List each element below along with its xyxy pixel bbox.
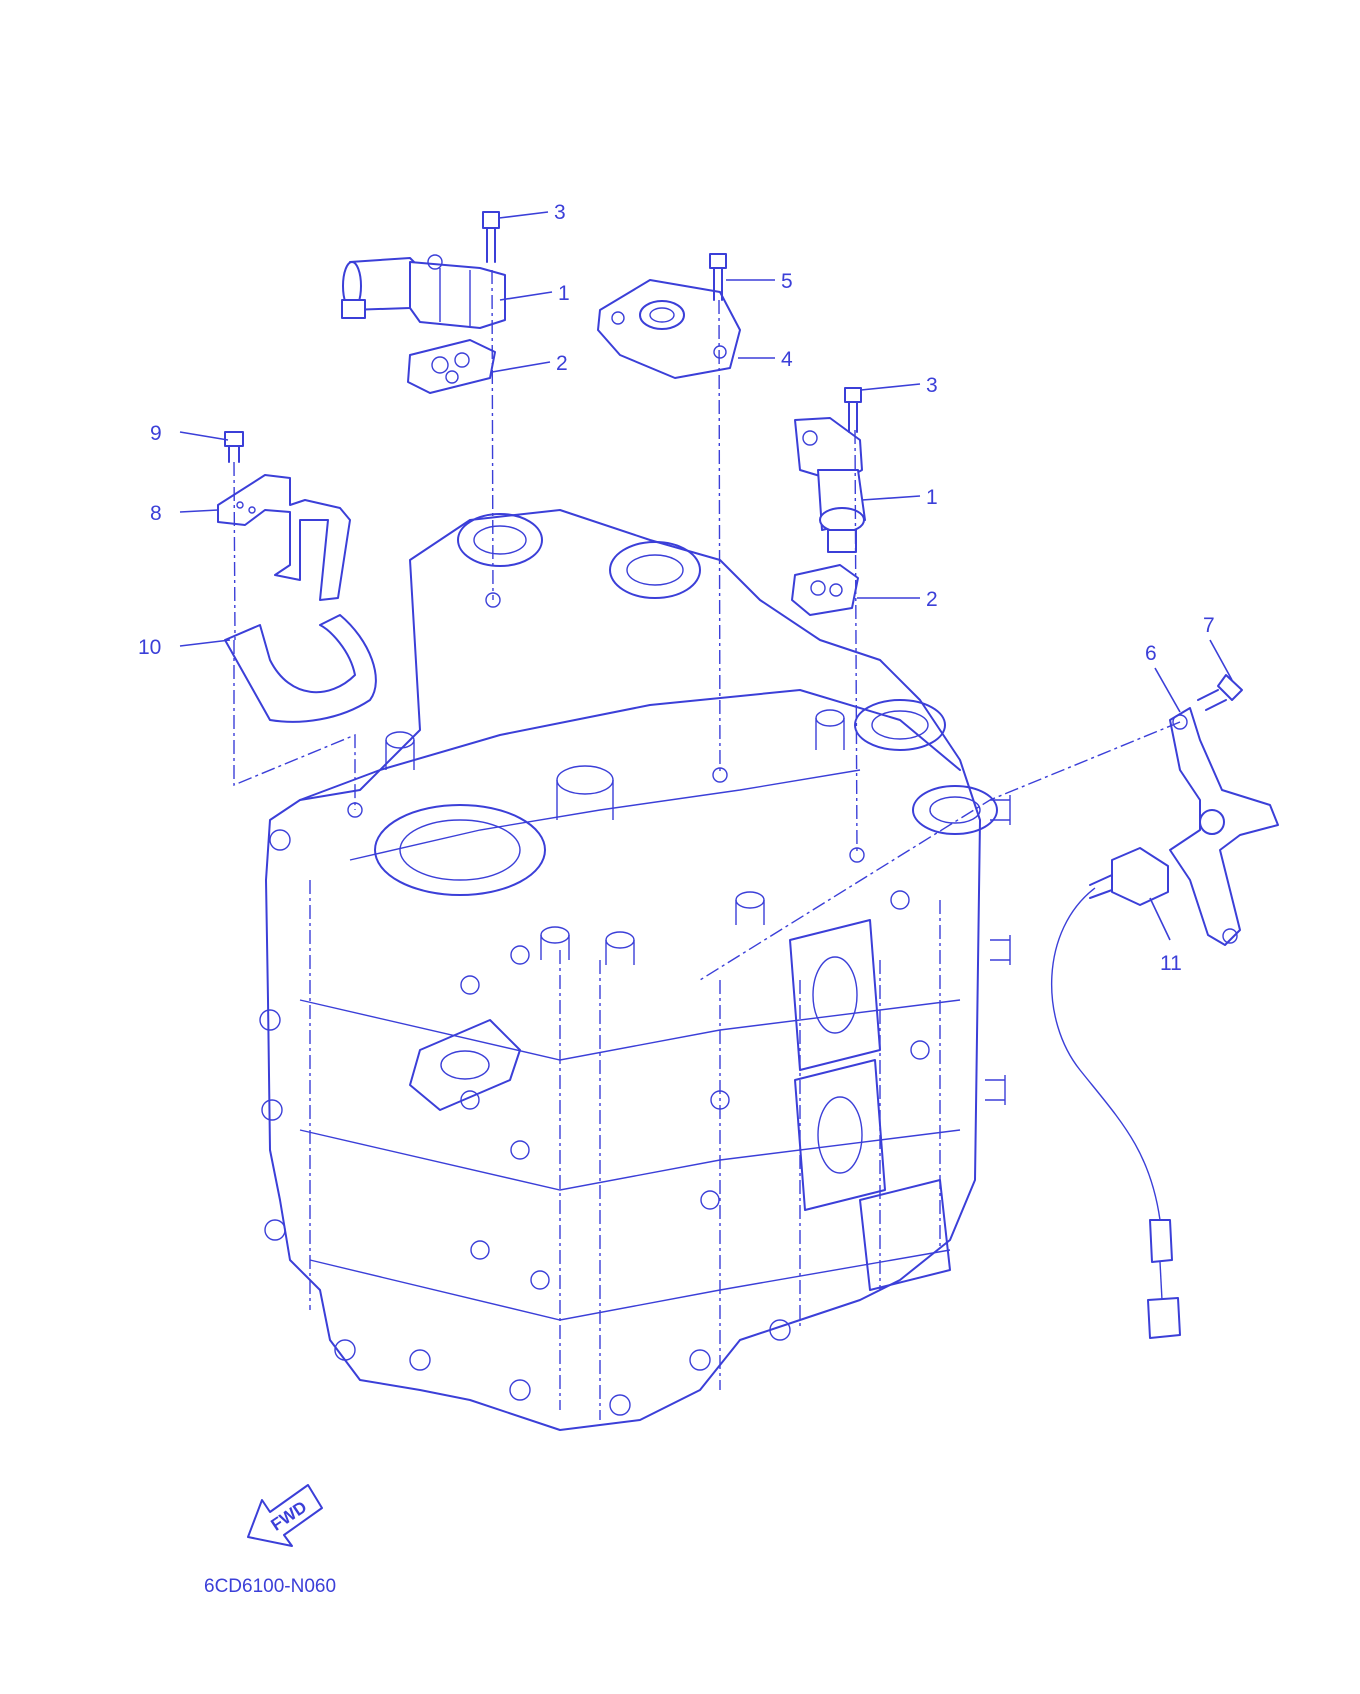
oil-control-valve-left	[341, 254, 506, 329]
figure-code: 6CD6100-N060	[204, 1576, 336, 1597]
bolt-right	[844, 387, 862, 433]
sensor-bracket	[1169, 707, 1279, 946]
callout-11: 11	[1160, 952, 1182, 975]
callout-5: 5	[781, 270, 793, 293]
gasket-left	[407, 339, 496, 394]
callout-6: 6	[1145, 642, 1157, 665]
callout-9: 9	[150, 422, 162, 445]
bracket	[217, 474, 351, 601]
callout-2b: 2	[926, 588, 938, 611]
oil-control-valve-right	[794, 417, 866, 553]
callout-8: 8	[150, 502, 162, 525]
knock-sensor	[1050, 847, 1181, 1339]
cover-plate	[597, 279, 741, 379]
callout-1a: 1	[558, 282, 570, 305]
callout-4: 4	[781, 348, 793, 371]
gasket-right	[791, 564, 859, 616]
cylinder-block	[259, 509, 1011, 1431]
callout-1b: 1	[926, 486, 938, 509]
callout-2a: 2	[556, 352, 568, 375]
fwd-arrow: FWD	[247, 1484, 323, 1547]
bolt-bracket	[224, 431, 244, 463]
half-ring-plate	[224, 614, 377, 723]
callout-7: 7	[1203, 614, 1215, 637]
callout-leaders	[179, 211, 1233, 941]
bolt-sensor-bracket	[1197, 674, 1243, 711]
callout-labels: 3 1 2 5 4 3 1 2 9 8 10 7 6 11	[138, 201, 1215, 975]
callout-3a: 3	[554, 201, 566, 224]
callout-10: 10	[138, 636, 161, 659]
callout-3b: 3	[926, 374, 938, 397]
bolt-cover	[709, 253, 727, 301]
assembly-leaders	[233, 269, 1181, 981]
bolt-left	[482, 211, 500, 263]
